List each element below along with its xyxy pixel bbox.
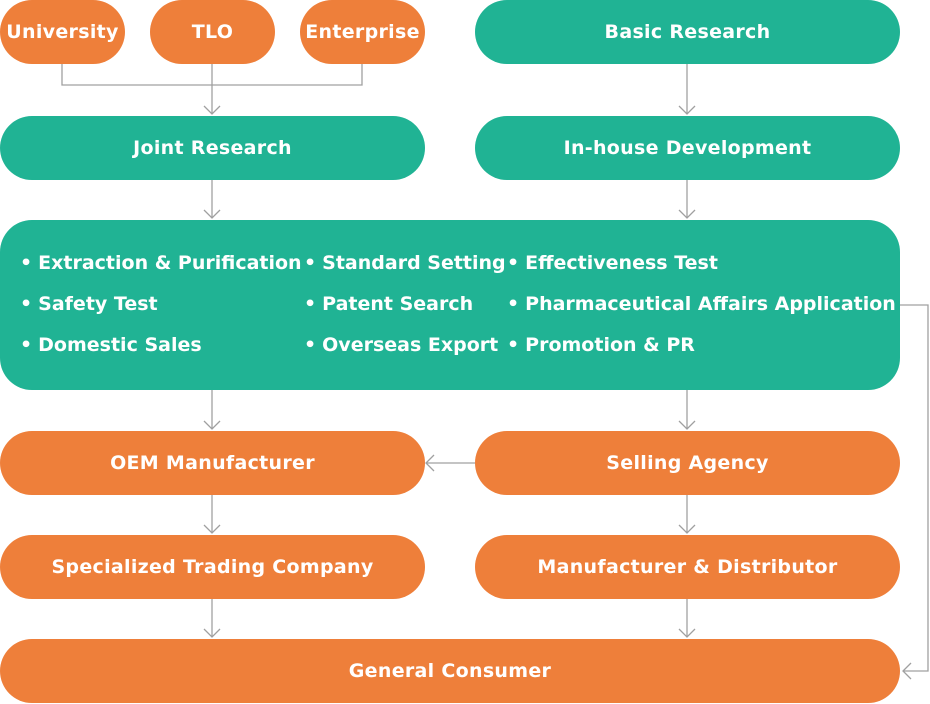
- oem-manufacturer-node: OEM Manufacturer: [0, 431, 425, 495]
- activity-item: •Extraction & Purification: [20, 252, 302, 274]
- arrowhead: [203, 209, 221, 219]
- university-node: University: [0, 0, 125, 64]
- connector-activities-consumer: [900, 304, 929, 672]
- arrowhead: [203, 524, 221, 534]
- joint-research-node: Joint Research: [0, 116, 425, 180]
- activity-item: •Safety Test: [20, 293, 158, 315]
- activity-item: •Promotion & PR: [507, 334, 695, 356]
- arrowhead: [678, 105, 696, 115]
- basic-research-node: Basic Research: [475, 0, 900, 64]
- activities-block: •Extraction & Purification •Standard Set…: [0, 220, 900, 390]
- connector-enterprise: [212, 64, 363, 86]
- specialized-trading-company-node: Specialized Trading Company: [0, 535, 425, 599]
- selling-agency-node: Selling Agency: [475, 431, 900, 495]
- activity-item: •Pharmaceutical Affairs Application: [507, 293, 896, 315]
- arrowhead: [678, 524, 696, 534]
- activity-item: •Effectiveness Test: [507, 252, 718, 274]
- activity-item: •Standard Setting: [304, 252, 506, 274]
- activity-item: •Patent Search: [304, 293, 474, 315]
- arrowhead: [902, 662, 912, 680]
- arrowhead: [203, 420, 221, 430]
- arrowhead: [678, 420, 696, 430]
- arrowhead: [203, 105, 221, 115]
- connector-university: [61, 64, 212, 86]
- arrowhead: [203, 628, 221, 638]
- activity-item: •Overseas Export: [304, 334, 499, 356]
- enterprise-node: Enterprise: [300, 0, 425, 64]
- tlo-node: TLO: [150, 0, 275, 64]
- manufacturer-distributor-node: Manufacturer & Distributor: [475, 535, 900, 599]
- arrowhead: [425, 454, 435, 472]
- arrowhead: [678, 628, 696, 638]
- activity-item: •Domestic Sales: [20, 334, 202, 356]
- arrowhead: [678, 209, 696, 219]
- inhouse-development-node: In-house Development: [475, 116, 900, 180]
- general-consumer-node: General Consumer: [0, 639, 900, 703]
